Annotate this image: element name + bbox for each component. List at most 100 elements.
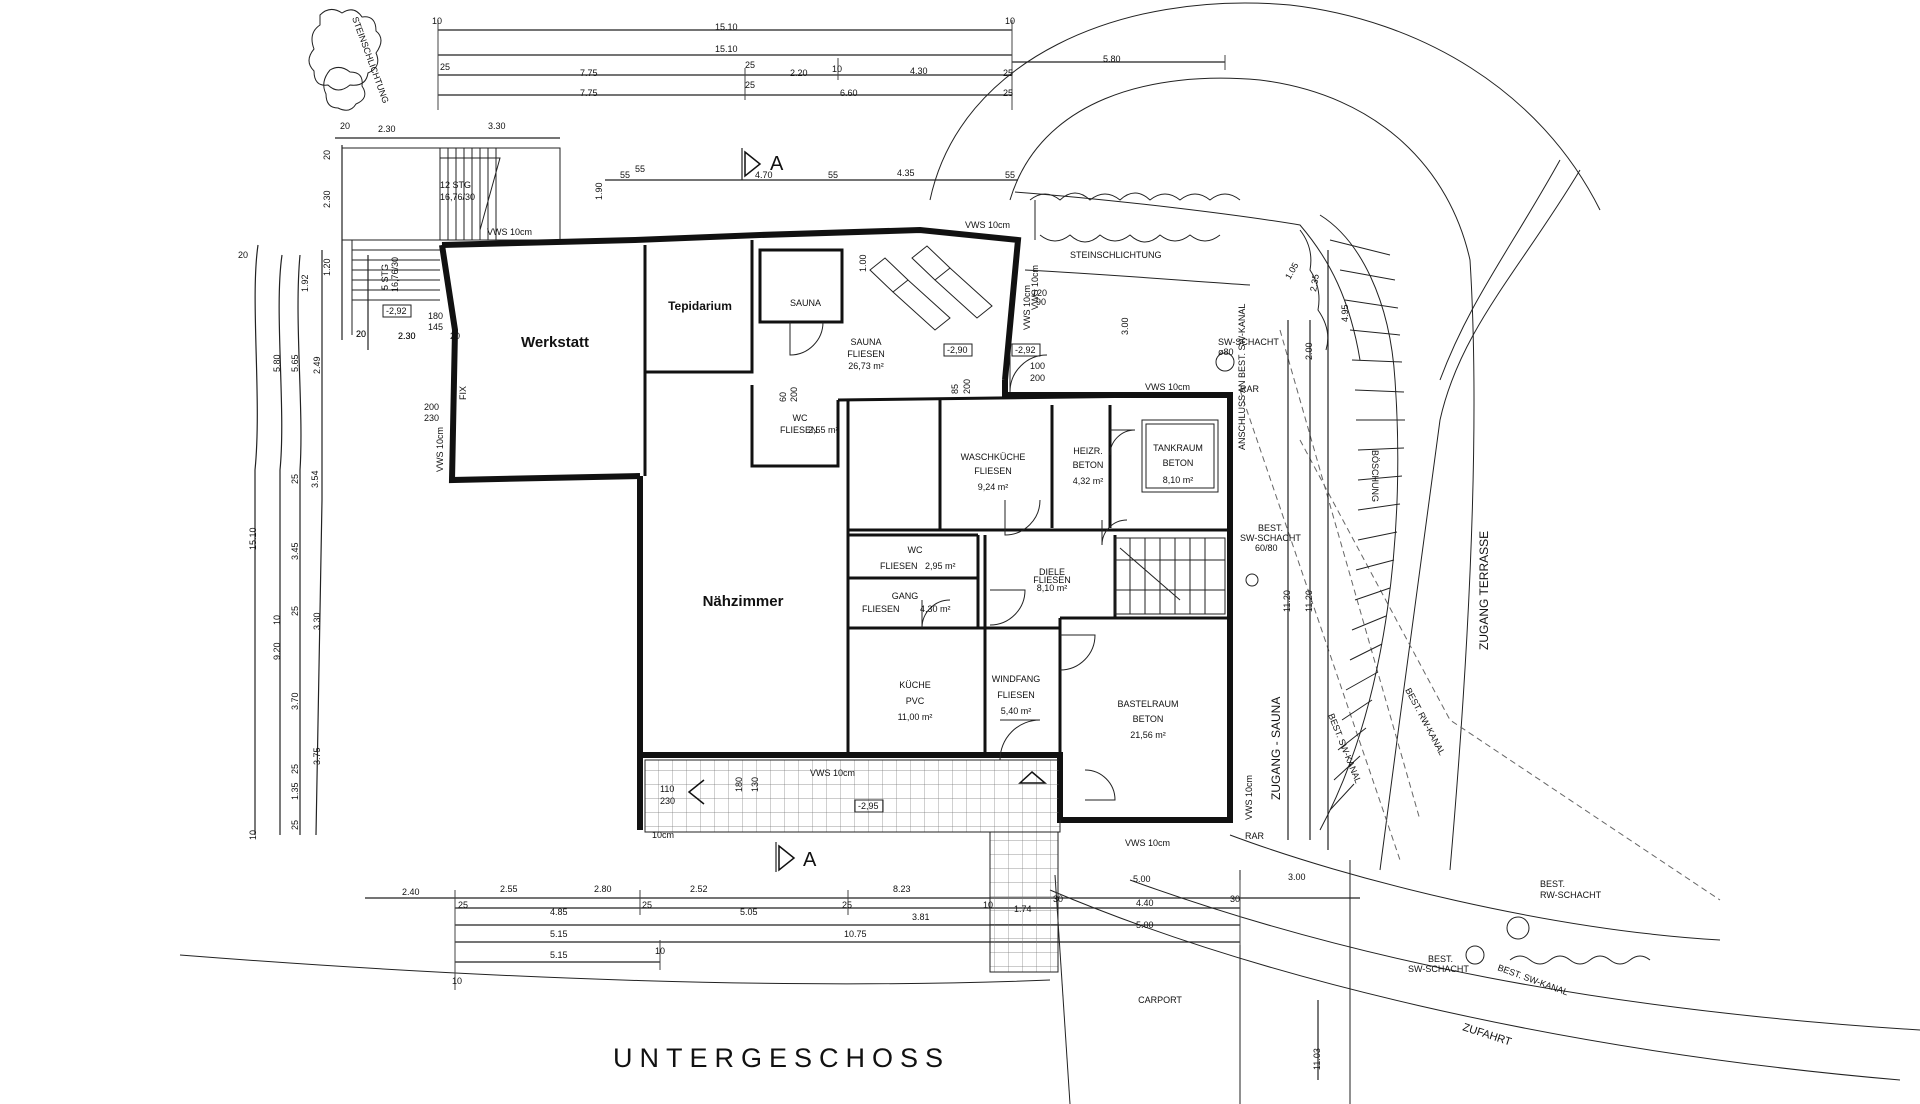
dim-top: 7.75 [580, 68, 598, 78]
room-waschkueche-label: WASCHKÜCHE [961, 452, 1026, 462]
dim-top: 2.30 [378, 124, 396, 134]
dim-right: 11.20 [1304, 590, 1314, 612]
best-sw-schacht-2: SW-SCHACHT [1240, 533, 1301, 543]
dim-top: 55 [635, 164, 645, 174]
room-bastelraum-floor: BETON [1133, 714, 1164, 724]
dim-misc: 230 [660, 796, 675, 806]
dim-bottom: 5.15 [550, 929, 568, 939]
dim-left: 25 [290, 474, 300, 484]
path-tiles [990, 832, 1058, 972]
level-markers [382, 304, 1041, 813]
dim-left: 25 [290, 820, 300, 830]
dim-top: 15.10 [715, 22, 738, 32]
room-wc-mid-label: WC [908, 545, 923, 555]
dim-bottom: 25 [458, 900, 468, 910]
dim-top: 55 [828, 170, 838, 180]
dim-misc: 110 [660, 784, 674, 794]
dim-misc: 200 [789, 387, 799, 402]
room-wc-top-floor: FLIESEN [780, 425, 818, 435]
best-sw-schacht-low-1: BEST. [1428, 954, 1453, 964]
room-diele-floor: FLIESEN [1033, 575, 1071, 585]
dim-bottom: 10 [655, 946, 665, 956]
dim-right: 4.95 [1340, 304, 1350, 322]
dim-top: 25 [440, 62, 450, 72]
dim-left: 10 [272, 615, 282, 625]
stairs-top-ratio: 16,76/30 [440, 192, 475, 202]
dim-top: 10 [832, 64, 842, 74]
dim-misc: 200 [1030, 373, 1045, 383]
dim-misc: 85 [950, 384, 960, 394]
dim-bottom: 2.55 [500, 884, 518, 894]
best-rw-schacht-1: BEST. [1540, 879, 1565, 889]
room-diele-label: DIELE [1039, 567, 1065, 577]
tencm-label: 10cm [652, 830, 674, 840]
dim-bottom: 10 [983, 900, 993, 910]
best-sw-kanal-low-label: BEST. SW-KANAL [1496, 962, 1569, 997]
room-naehzimmer-label: Nähzimmer [703, 593, 784, 610]
dim-top: 5.80 [1103, 54, 1121, 64]
room-gang-area: 4,30 m² [920, 604, 951, 614]
vws-label-1: VWS 10cm [487, 227, 532, 237]
vws-label-5: VWS 10cm [1125, 838, 1170, 848]
dim-bottom: 4.85 [550, 907, 568, 917]
vws-side-3: VWS 10cm [1244, 775, 1254, 820]
dim-left: 1.35 [290, 782, 300, 800]
dim-misc: 20 [450, 331, 460, 341]
site-context [179, 2, 1920, 1104]
dim-left: 1.92 [300, 274, 310, 292]
dim-top: 25 [745, 80, 755, 90]
dim-top: 7.75 [580, 88, 598, 98]
best-sw-kanal-label: BEST. SW-KANAL [1326, 712, 1363, 785]
room-waschkueche-area: 9,24 m² [978, 482, 1009, 492]
dim-bottom: 30 [1230, 894, 1240, 904]
vws-label-2: VWS 10cm [965, 220, 1010, 230]
room-bastelraum-area: 21,56 m² [1130, 730, 1166, 740]
vws-side-1: VWS 10cm [435, 427, 445, 472]
best-sw-schacht-1: BEST. [1258, 523, 1283, 533]
dim-left: 3.30 [312, 612, 322, 630]
room-wc-mid-floor: FLIESEN [880, 561, 918, 571]
room-kueche-area: 11,00 m² [898, 712, 933, 722]
dim-right: 11.20 [1282, 590, 1292, 612]
room-tepidarium-label: Tepidarium [668, 299, 732, 313]
dim-left: 2.30 [322, 190, 332, 208]
zugang-sauna-label: ZUGANG - SAUNA [1269, 697, 1283, 800]
stairs-left-ratio: 16,76/30 [390, 257, 400, 292]
rar-2: RAR [1245, 831, 1265, 841]
dim-top: 20 [340, 121, 350, 131]
stairs-top-count: 12 STG [440, 180, 471, 190]
dim-left: 15.10 [248, 527, 258, 550]
dim-left: 20 [322, 150, 332, 160]
dim-misc: 230 [424, 413, 439, 423]
dim-bottom: 30 [1053, 894, 1063, 904]
room-windfang-area: 5,40 m² [1001, 706, 1032, 716]
dim-left: 20 [356, 329, 366, 339]
dim-misc: 1.00 [858, 254, 868, 272]
dim-left: 20 [238, 250, 248, 260]
top-dimension-labels: 10 15.10 10 15.10 5.80 25 7.75 25 2.20 1… [340, 16, 1121, 180]
dim-bottom: 5.15 [550, 950, 568, 960]
best-sw-schacht-3: 60/80 [1255, 543, 1278, 553]
dim-top: 6.60 [840, 88, 858, 98]
room-sauna-cabin-label: SAUNA [790, 298, 821, 308]
room-werkstatt-label: Werkstatt [521, 334, 589, 351]
dim-top: 2.20 [790, 68, 808, 78]
dim-bottom: 5.00 [1133, 874, 1151, 884]
room-heizr-area: 4,32 m² [1073, 476, 1104, 486]
room-gang-floor: FLIESEN [862, 604, 900, 614]
dim-misc: 90 [1036, 297, 1046, 307]
dim-misc: 145 [428, 322, 443, 332]
dim-left: 3.70 [290, 692, 300, 710]
dim-top: 55 [1005, 170, 1015, 180]
room-gang-label: GANG [892, 591, 919, 601]
dimension-lines [254, 20, 1360, 1080]
dim-misc: 2.30 [398, 331, 416, 341]
bottom-dimension-labels: 2.40 2.55 2.80 2.52 8.23 5.00 3.00 25 4.… [402, 872, 1306, 986]
dim-top: 10 [1005, 16, 1015, 26]
room-heizr-label: HEIZR. [1073, 446, 1103, 456]
dim-left: 5.65 [290, 354, 300, 372]
best-sw-schacht-low-2: SW-SCHACHT [1408, 964, 1469, 974]
vws-label-4: VWS 10cm [810, 768, 855, 778]
stairs-left-count: 5 STG [380, 264, 390, 290]
level-1: -2,92 [386, 306, 407, 316]
